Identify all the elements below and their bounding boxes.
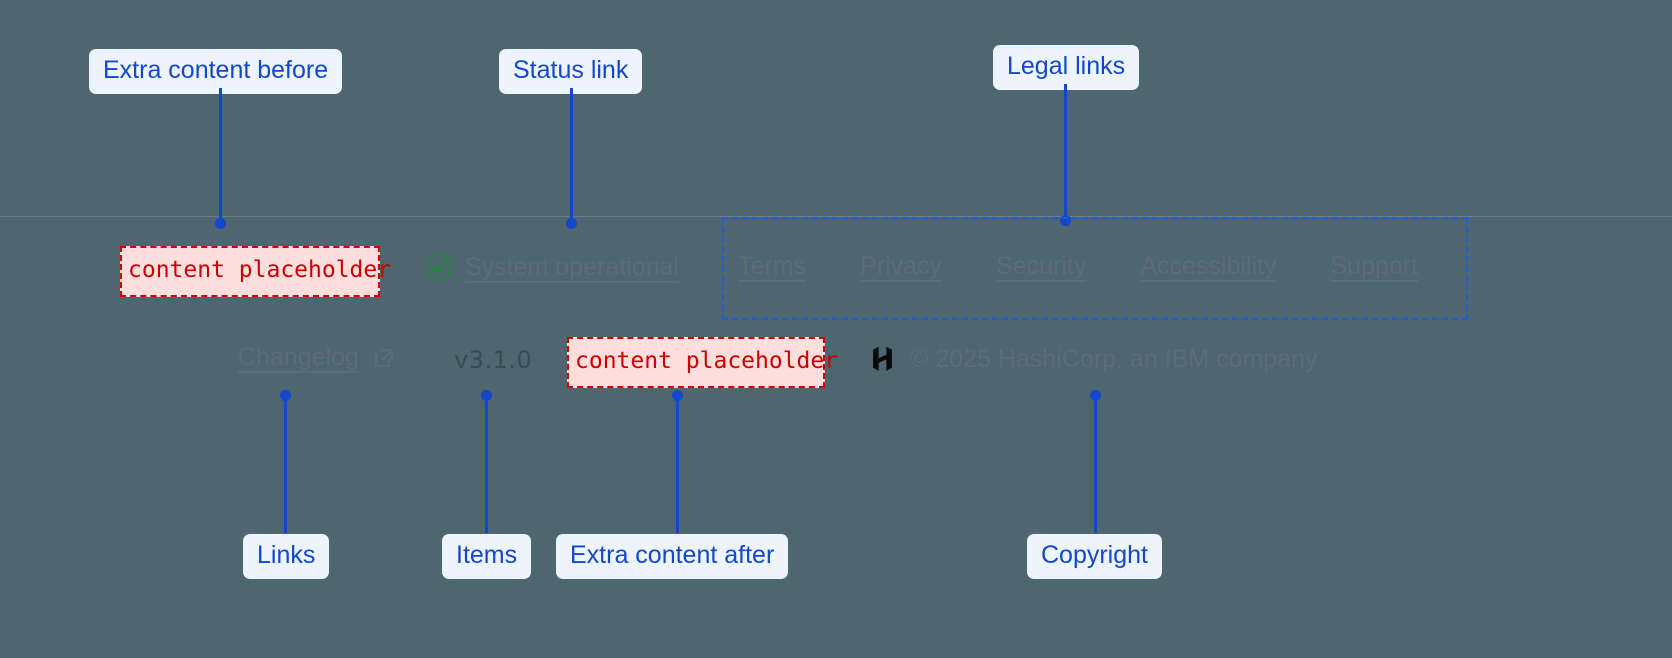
leader-line-extra-content-after <box>676 396 679 533</box>
status-link-label[interactable]: System operational <box>465 252 680 281</box>
legal-links-highlight-box <box>722 217 1468 320</box>
callout-status-link: Status link <box>499 49 643 94</box>
footer-band <box>0 216 1672 596</box>
legal-link-security[interactable]: Security <box>996 252 1087 280</box>
changelog-link[interactable]: Changelog <box>238 343 396 372</box>
leader-dot-legal-links <box>1060 215 1071 226</box>
leader-dot-items <box>481 390 492 401</box>
callout-extra-content-before: Extra content before <box>89 49 343 94</box>
content-placeholder-before: content placeholder <box>120 246 391 297</box>
callout-links: Links <box>243 534 330 579</box>
hashicorp-logo-icon <box>869 344 896 374</box>
leader-line-copyright <box>1094 396 1097 533</box>
leader-line-status-link <box>570 88 573 223</box>
callout-extra-content-after: Extra content after <box>556 534 789 579</box>
leader-dot-links <box>280 390 291 401</box>
callout-copyright: Copyright <box>1027 534 1162 579</box>
external-link-icon <box>371 345 396 370</box>
content-placeholder-after: content placeholder <box>567 337 838 388</box>
copyright-text: © 2025 HashiCorp, an IBM company <box>910 344 1318 373</box>
legal-link-support[interactable]: Support <box>1330 252 1419 280</box>
leader-line-links <box>284 396 287 533</box>
leader-dot-extra-content-before <box>215 218 226 229</box>
legal-link-privacy[interactable]: Privacy <box>860 252 943 280</box>
check-circle-icon <box>424 252 454 282</box>
legal-link-accessibility[interactable]: Accessibility <box>1140 252 1277 280</box>
status-link[interactable]: System operational <box>424 252 679 282</box>
callout-items: Items <box>442 534 532 579</box>
changelog-link-label[interactable]: Changelog <box>238 343 359 371</box>
callout-legal-links: Legal links <box>993 45 1140 90</box>
leader-dot-copyright <box>1090 390 1101 401</box>
leader-dot-status-link <box>566 218 577 229</box>
legal-link-terms[interactable]: Terms <box>738 252 807 280</box>
leader-line-items <box>485 396 488 533</box>
version-label: v3.1.0 <box>454 346 533 374</box>
legal-links-group: Terms Privacy Security Accessibility Sup… <box>738 252 1418 281</box>
leader-line-legal-links <box>1064 84 1067 220</box>
copyright-row: © 2025 HashiCorp, an IBM company <box>869 344 1318 374</box>
leader-line-extra-content-before <box>219 88 222 223</box>
leader-dot-extra-content-after <box>672 390 683 401</box>
